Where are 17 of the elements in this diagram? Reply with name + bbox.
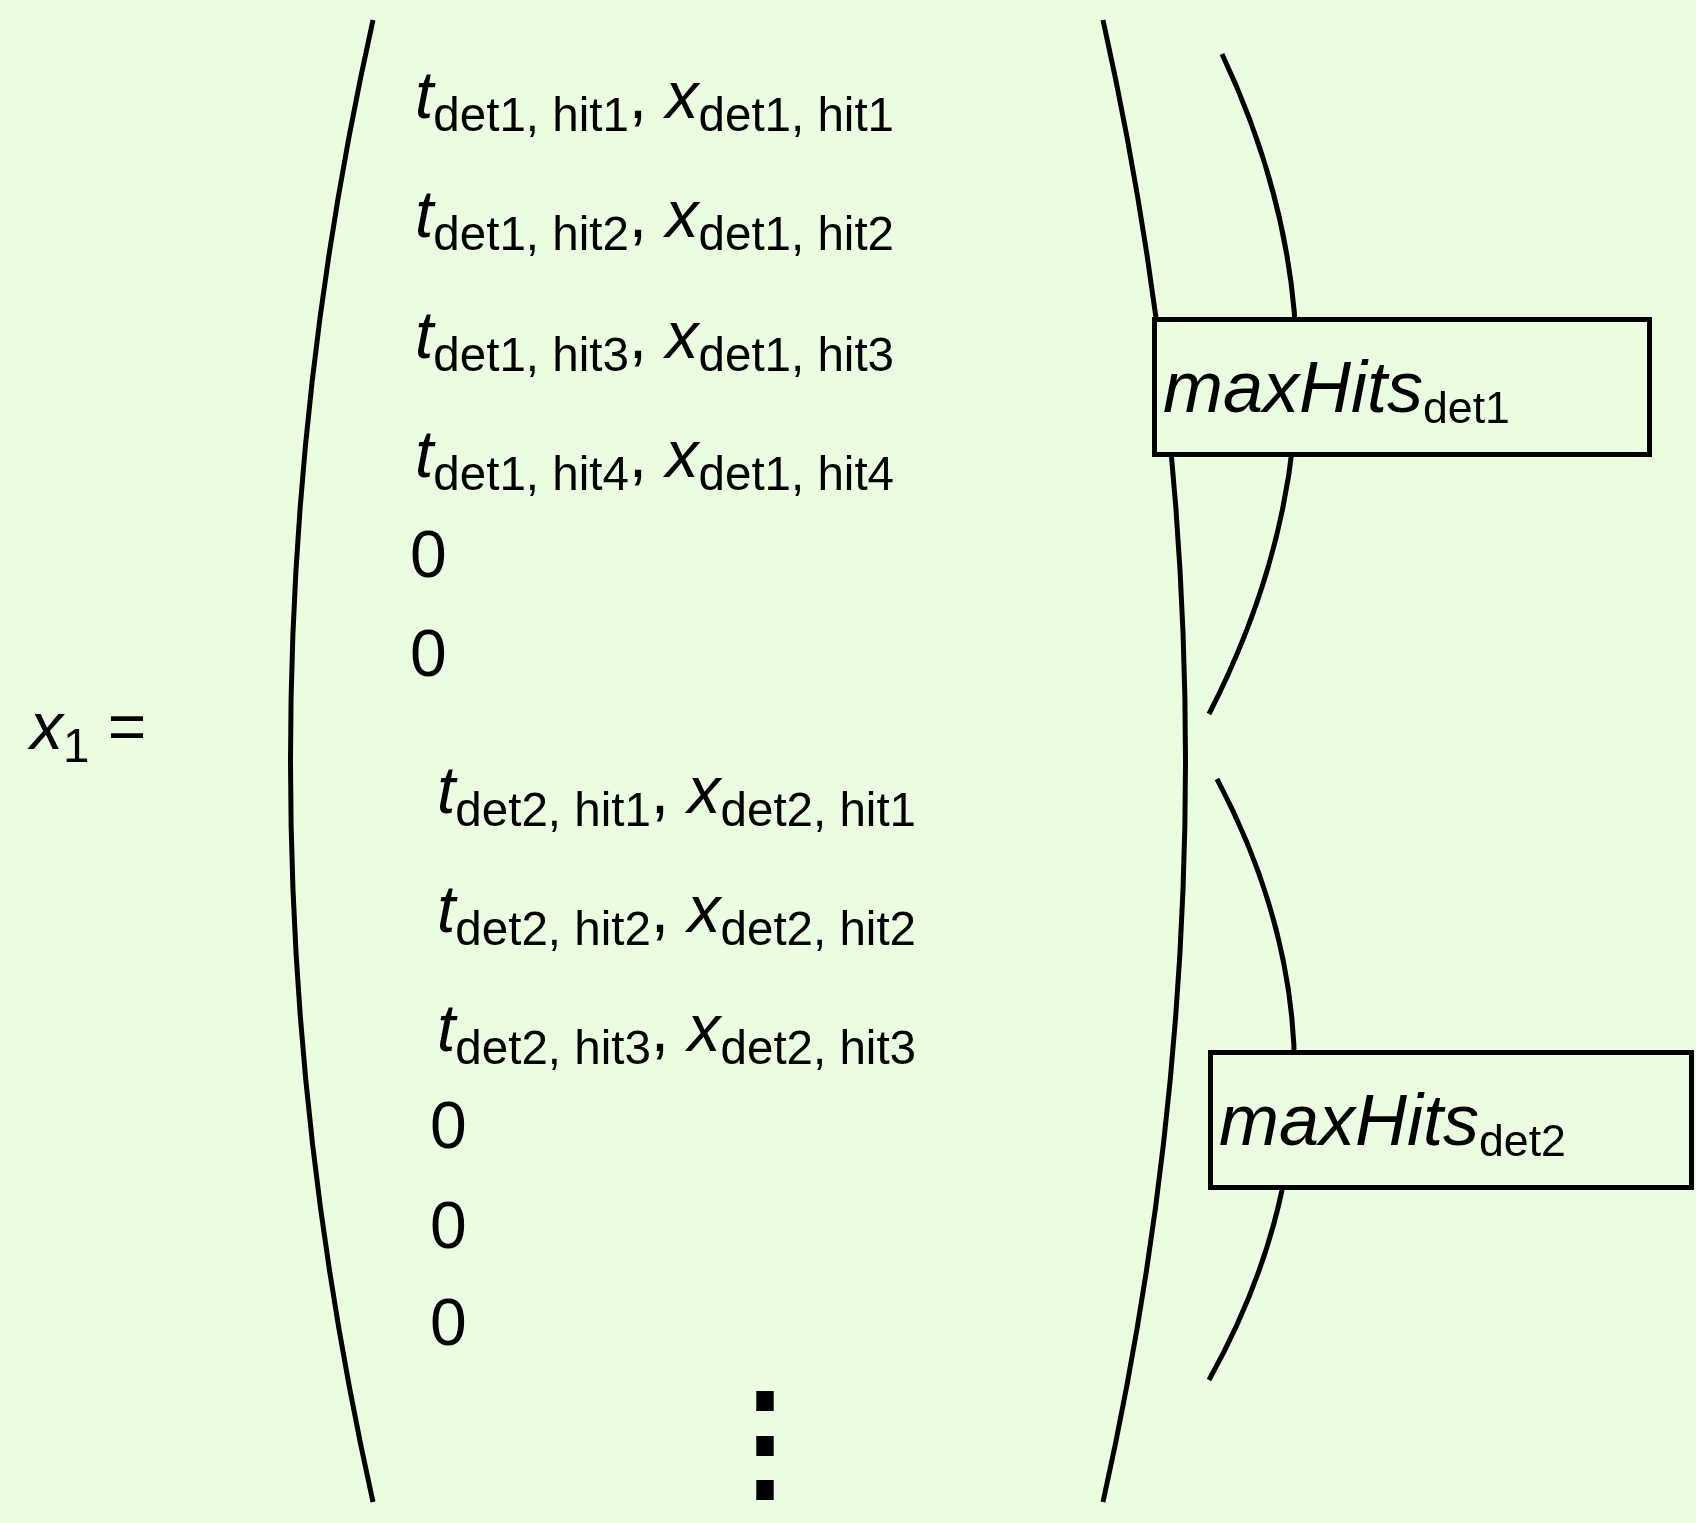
box-label: maxHits$_{det2}$ (1219, 1080, 1566, 1160)
matrix-entry: t$_{det2, hit3}$, x$_{det2, hit3}$ (437, 990, 917, 1068)
matrix-entry: t$_{det2, hit2}$, x$_{det2, hit2}$ (437, 871, 917, 949)
matrix-entry: 0 (430, 1187, 467, 1264)
matrix-entry: t$_{det1, hit2}$, x$_{det1, hit2}$ (415, 176, 895, 254)
matrix-entry: t$_{det1, hit4}$, x$_{det1, hit4}$ (415, 416, 895, 494)
matrix-entry: 0 (410, 516, 447, 593)
matrix-entry: t$_{det1, hit1}$, x$_{det1, hit1}$ (415, 57, 895, 135)
vertical-ellipsis: ⋮ (700, 1370, 830, 1513)
label-box (1208, 1050, 1694, 1190)
label-box (1152, 317, 1652, 457)
box-label: maxHits$_{det1}$ (1163, 347, 1510, 427)
matrix-entry: t$_{det2, hit1}$, x$_{det2, hit1}$ (437, 752, 917, 830)
matrix-entry: t$_{det1, hit3}$, x$_{det1, hit3}$ (415, 297, 895, 375)
matrix-entry: 0 (430, 1087, 467, 1164)
matrix-entry: 0 (430, 1284, 467, 1361)
matrix-entry: 0 (410, 615, 447, 692)
